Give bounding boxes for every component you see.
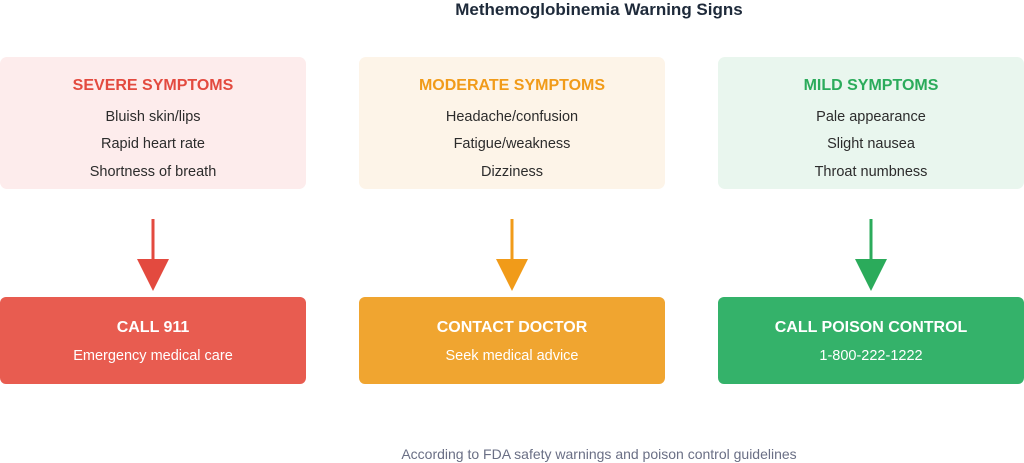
down-arrow-icon [855,219,887,291]
contact-doctor-action: CONTACT DOCTOR Seek medical advice [359,297,665,384]
action-title: CALL POISON CONTROL [774,319,968,336]
symptom-item: Fatigue/weakness [453,136,571,152]
action-title: CALL 911 [116,319,190,336]
symptom-item: Throat numbness [814,164,928,180]
symptom-item: Headache/confusion [445,109,579,125]
action-title: CONTACT DOCTOR [436,319,588,336]
action-subtitle: Seek medical advice [445,348,579,364]
moderate-symptoms-heading: MODERATE SYMPTOMS [418,77,606,94]
down-arrow-icon [137,219,169,291]
symptom-item: Dizziness [480,164,544,180]
call-poison-control-action: CALL POISON CONTROL 1-800-222-1222 [718,297,1024,384]
source-footnote: According to FDA safety warnings and poi… [401,446,797,462]
symptom-item: Slight nausea [827,136,915,152]
symptom-item: Pale appearance [816,109,926,125]
symptom-item: Rapid heart rate [101,136,205,152]
call-911-action: CALL 911 Emergency medical care [0,297,306,384]
mild-symptoms-heading: MILD SYMPTOMS [803,77,939,94]
mild-symptoms-box: MILD SYMPTOMS Pale appearance Slight nau… [718,57,1024,189]
action-subtitle: Emergency medical care [73,348,233,364]
symptom-item: Bluish skin/lips [105,109,201,125]
severe-symptoms-box: SEVERE SYMPTOMS Bluish skin/lips Rapid h… [0,57,306,189]
diagram-title: Methemoglobinemia Warning Signs [455,0,743,19]
moderate-symptoms-box: MODERATE SYMPTOMS Headache/confusion Fat… [359,57,665,189]
severe-symptoms-heading: SEVERE SYMPTOMS [72,77,234,94]
down-arrow-icon [496,219,528,291]
poison-control-phone: 1-800-222-1222 [819,348,923,364]
symptom-item: Shortness of breath [89,164,217,180]
